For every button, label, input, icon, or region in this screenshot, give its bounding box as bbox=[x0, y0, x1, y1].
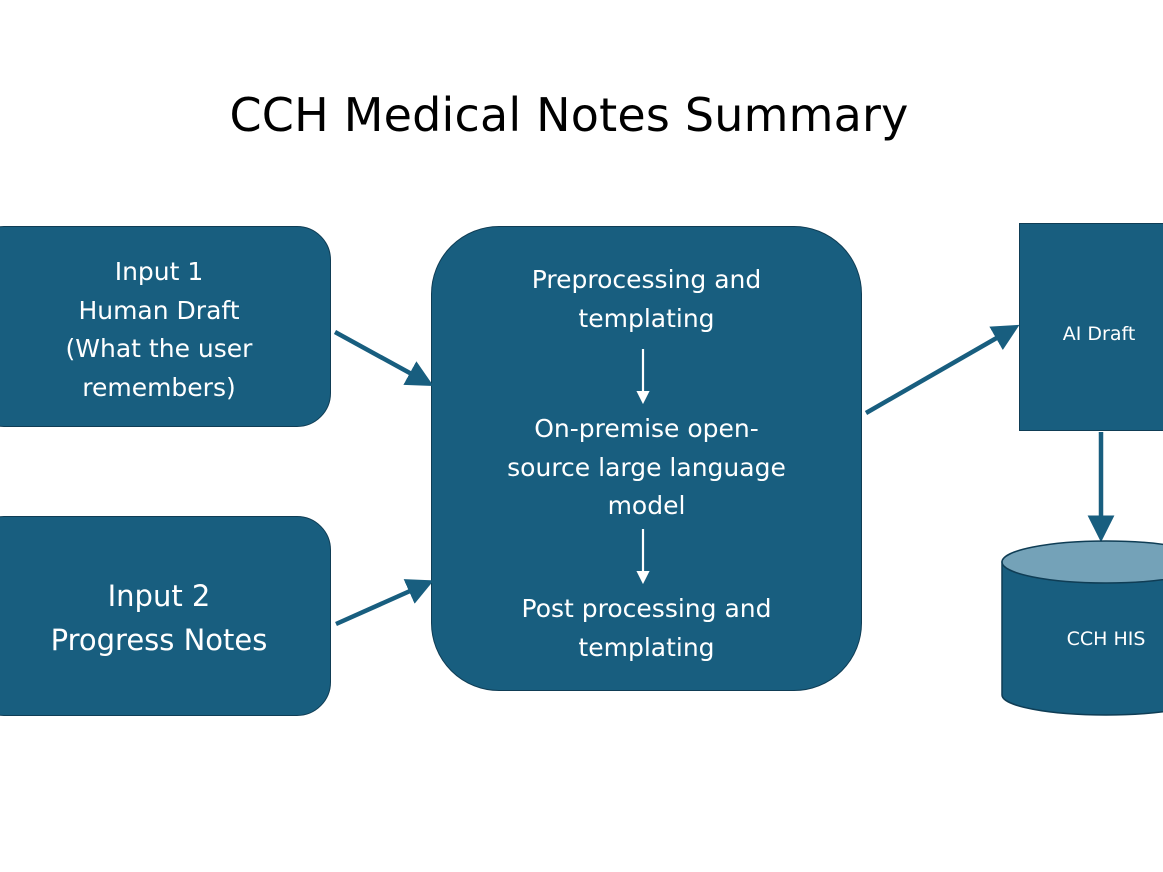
diagram-title: CCH Medical Notes Summary bbox=[229, 88, 909, 142]
preprocessing-line: Preprocessing and bbox=[531, 265, 762, 294]
input2-box bbox=[0, 516, 331, 716]
input2-line: Input 2 bbox=[107, 579, 211, 613]
input2-to-processing-arrow bbox=[335, 579, 434, 627]
llm-line: source large language bbox=[507, 452, 786, 482]
llm-line: On-premise open- bbox=[534, 414, 759, 443]
input1-line: Human Draft bbox=[78, 295, 240, 325]
input2-label: Input 2 Progress Notes bbox=[0, 574, 318, 662]
preprocessing-line: templating bbox=[578, 303, 715, 333]
input2-line: Progress Notes bbox=[50, 623, 268, 657]
input1-line: Input 1 bbox=[114, 257, 204, 286]
input1-label: Input 1 Human Draft (What the user remem… bbox=[0, 253, 318, 407]
his-label: CCH HIS bbox=[1066, 628, 1146, 650]
processing-box bbox=[431, 226, 862, 691]
postprocessing-line: templating bbox=[578, 632, 715, 662]
input1-to-processing-arrow bbox=[333, 330, 434, 387]
llm-line: model bbox=[607, 491, 686, 520]
llm-label: On-premise open- source large language m… bbox=[431, 410, 862, 526]
ai-draft-label: AI Draft bbox=[1062, 323, 1136, 345]
postprocessing-line: Post processing and bbox=[521, 594, 772, 623]
processing-to-ai-draft-arrow bbox=[864, 324, 1020, 415]
input1-line: (What the user bbox=[65, 334, 253, 363]
input1-box bbox=[0, 226, 331, 427]
postprocessing-label: Post processing and templating bbox=[431, 590, 862, 667]
his-cylinder bbox=[1001, 540, 1163, 716]
input1-line: remembers) bbox=[82, 372, 236, 402]
preprocessing-label: Preprocessing and templating bbox=[431, 261, 862, 338]
ai-draft-box bbox=[1019, 223, 1163, 431]
